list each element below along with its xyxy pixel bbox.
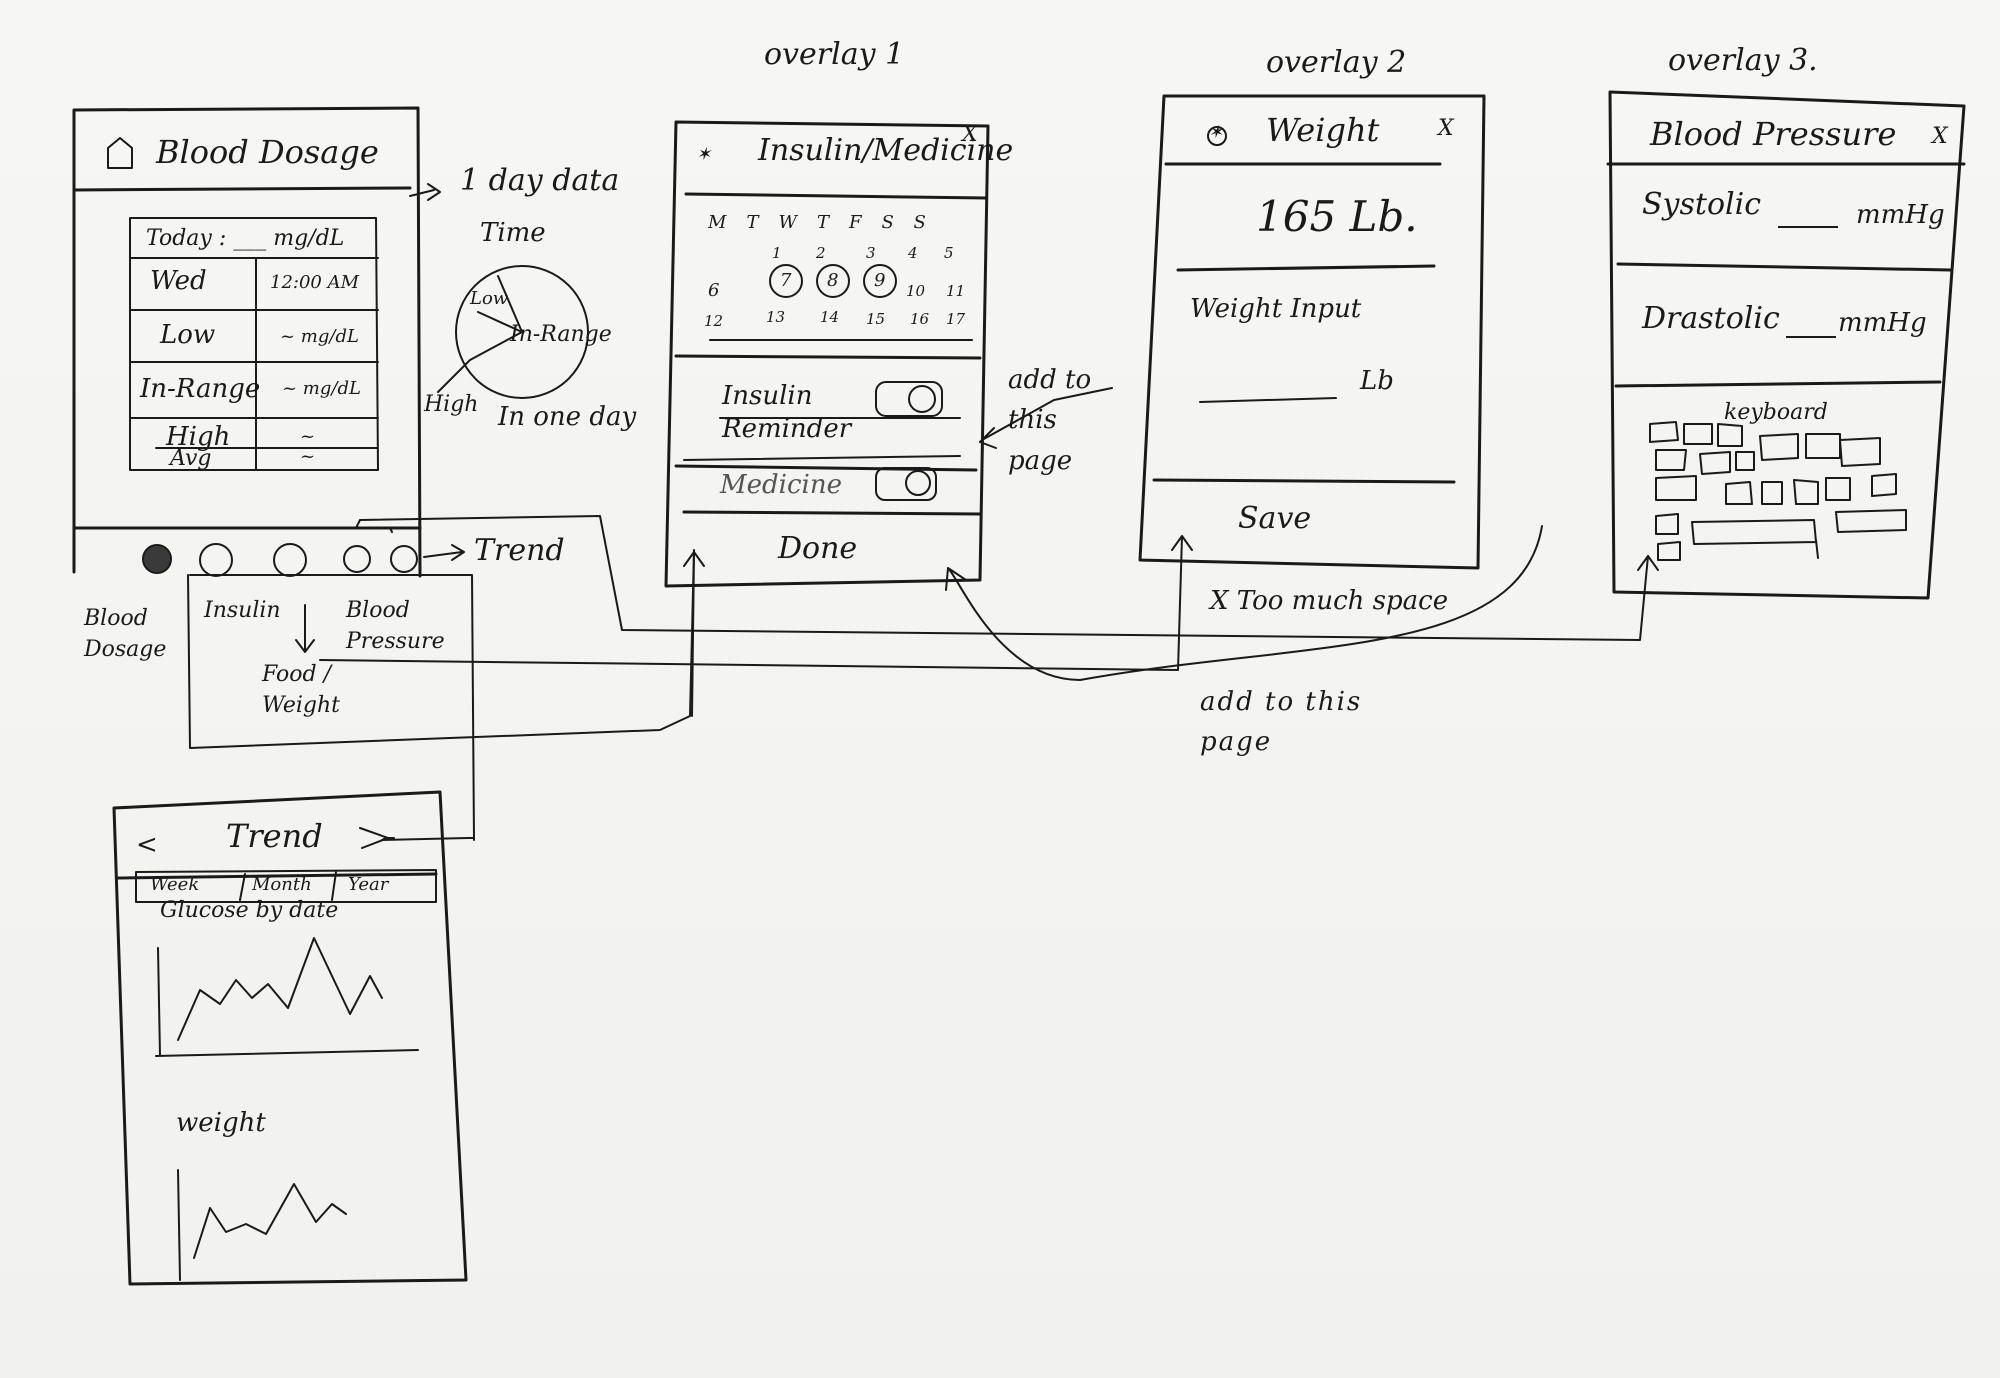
cal-day[interactable]: 4 bbox=[908, 244, 918, 262]
nav-circle-food bbox=[273, 543, 307, 577]
trend-back-button[interactable]: < bbox=[136, 830, 158, 860]
diastolic-unit: mmHg bbox=[1838, 308, 1927, 338]
cal-day[interactable]: 14 bbox=[820, 308, 840, 326]
sync-icon: ✶ bbox=[1208, 122, 1224, 143]
tab-year[interactable]: Year bbox=[348, 874, 389, 895]
keyboard-label: keyboard bbox=[1724, 400, 1828, 425]
systolic-label: Systolic bbox=[1642, 187, 1762, 222]
tab-week[interactable]: Week bbox=[150, 874, 200, 895]
in-one-day-note: In one day bbox=[498, 402, 637, 432]
keyboard-keys bbox=[1649, 421, 1907, 561]
table-row-value: ~ bbox=[300, 426, 316, 447]
glucose-label: Glucose by date bbox=[160, 898, 339, 923]
insulin-close-button[interactable]: X bbox=[962, 122, 978, 147]
cal-day[interactable]: 10 bbox=[906, 282, 926, 300]
cal-day[interactable]: 8 bbox=[827, 270, 839, 291]
trend-frame bbox=[112, 790, 468, 1286]
time-note: Time bbox=[480, 218, 546, 248]
nav-circle-blood-dosage bbox=[142, 544, 172, 574]
pie-low-label: Low bbox=[470, 288, 509, 309]
pie-chart bbox=[455, 265, 589, 399]
cal-day[interactable]: 11 bbox=[946, 282, 966, 300]
table-row-value: 12:00 AM bbox=[270, 272, 360, 293]
nav-circle-insulin bbox=[199, 543, 233, 577]
overlay2-frame bbox=[1138, 94, 1486, 570]
tab-month[interactable]: Month bbox=[252, 874, 312, 895]
blood-dosage-title: Blood Dosage bbox=[156, 133, 379, 171]
weight-overlay-title: Weight bbox=[1266, 111, 1380, 149]
sync-icon: ✶ bbox=[696, 144, 712, 165]
weight-label: weight bbox=[176, 1108, 266, 1138]
too-much-space-note: X Too much space bbox=[1210, 586, 1449, 616]
bp-overlay-title: Blood Pressure bbox=[1650, 115, 1897, 153]
today-label: Today : ___ mg/dL bbox=[146, 226, 345, 251]
nav-blood-pressure-label[interactable]: Blood Pressure bbox=[346, 598, 445, 654]
add-to-this-page-note: add to this page bbox=[1200, 687, 1363, 758]
medicine-toggle bbox=[875, 467, 937, 501]
calendar-weekdays: MTWTFSS bbox=[708, 212, 946, 233]
overlay3-heading: overlay 3. bbox=[1668, 43, 1818, 78]
table-row-label: Low bbox=[160, 320, 216, 350]
bp-close-button[interactable]: X bbox=[1932, 124, 1948, 149]
blood-dosage-frame bbox=[72, 106, 422, 578]
cal-day[interactable]: 1 bbox=[772, 244, 782, 262]
insulin-nav-box bbox=[187, 549, 695, 841]
insulin-overlay-title: Insulin/Medicine bbox=[758, 133, 1014, 168]
nav-trend-label[interactable]: Trend bbox=[474, 533, 565, 568]
add-to-this-page-note: add to this page bbox=[1008, 365, 1092, 476]
cal-day[interactable]: 16 bbox=[910, 310, 930, 328]
table-row-value: ~ bbox=[300, 446, 316, 467]
cal-day[interactable]: 7 bbox=[780, 270, 792, 291]
systolic-unit: mmHg bbox=[1856, 200, 1945, 230]
table-row-label: In-Range bbox=[140, 374, 261, 404]
nav-insulin-label[interactable]: Insulin bbox=[204, 598, 281, 623]
insulin-reminder-label: Insulin Reminder bbox=[722, 381, 852, 444]
cal-day[interactable]: 2 bbox=[816, 244, 826, 262]
save-button[interactable]: Save bbox=[1238, 501, 1312, 536]
overlay2-heading: overlay 2 bbox=[1266, 45, 1407, 80]
table-row-label: High bbox=[166, 422, 231, 452]
diastolic-label: Drastolic bbox=[1642, 301, 1780, 336]
weight-value: 165 Lb. bbox=[1256, 192, 1418, 241]
overlay1-frame bbox=[664, 120, 990, 588]
weight-chart bbox=[177, 1169, 347, 1281]
cal-day[interactable]: 15 bbox=[866, 310, 886, 328]
cal-day[interactable]: 6 bbox=[708, 280, 720, 301]
table-row-value: ~ mg/dL bbox=[280, 326, 359, 347]
weight-input-unit: Lb bbox=[1360, 366, 1394, 396]
cal-day[interactable]: 5 bbox=[944, 244, 954, 262]
done-button[interactable]: Done bbox=[778, 531, 858, 566]
cal-day[interactable]: 9 bbox=[874, 270, 886, 291]
weight-close-button[interactable]: X bbox=[1438, 116, 1454, 141]
nav-food-weight-label[interactable]: Food / Weight bbox=[262, 662, 340, 718]
nav-blood-dosage-label[interactable]: Blood Dosage bbox=[84, 606, 167, 662]
overlay1-heading: overlay 1 bbox=[764, 37, 905, 72]
medicine-label: Medicine bbox=[720, 470, 842, 500]
diastolic-input[interactable] bbox=[1786, 336, 1836, 338]
cal-day[interactable]: 12 bbox=[704, 312, 724, 330]
nav-circle-trend bbox=[390, 545, 418, 573]
weight-input-label: Weight Input bbox=[1190, 294, 1362, 324]
table-row-label: Avg bbox=[170, 446, 212, 471]
systolic-input[interactable] bbox=[1778, 226, 1838, 228]
insulin-reminder-toggle bbox=[875, 381, 943, 417]
one-day-data-note: 1 day data bbox=[460, 163, 620, 198]
pie-high-label: High bbox=[424, 392, 479, 417]
glucose-chart bbox=[155, 937, 419, 1057]
pie-in-range-label: In-Range bbox=[510, 322, 612, 347]
home-icon bbox=[107, 137, 133, 169]
table-row-label: Wed bbox=[150, 266, 207, 296]
cal-day[interactable]: 13 bbox=[766, 308, 786, 326]
table-row-value: ~ mg/dL bbox=[282, 378, 361, 399]
cal-day[interactable]: 3 bbox=[866, 244, 876, 262]
nav-circle-bp bbox=[343, 545, 371, 573]
cal-day[interactable]: 17 bbox=[946, 310, 966, 328]
trend-title: Trend bbox=[226, 817, 323, 855]
overlay3-frame bbox=[1606, 90, 1966, 600]
dosage-table bbox=[129, 217, 379, 471]
